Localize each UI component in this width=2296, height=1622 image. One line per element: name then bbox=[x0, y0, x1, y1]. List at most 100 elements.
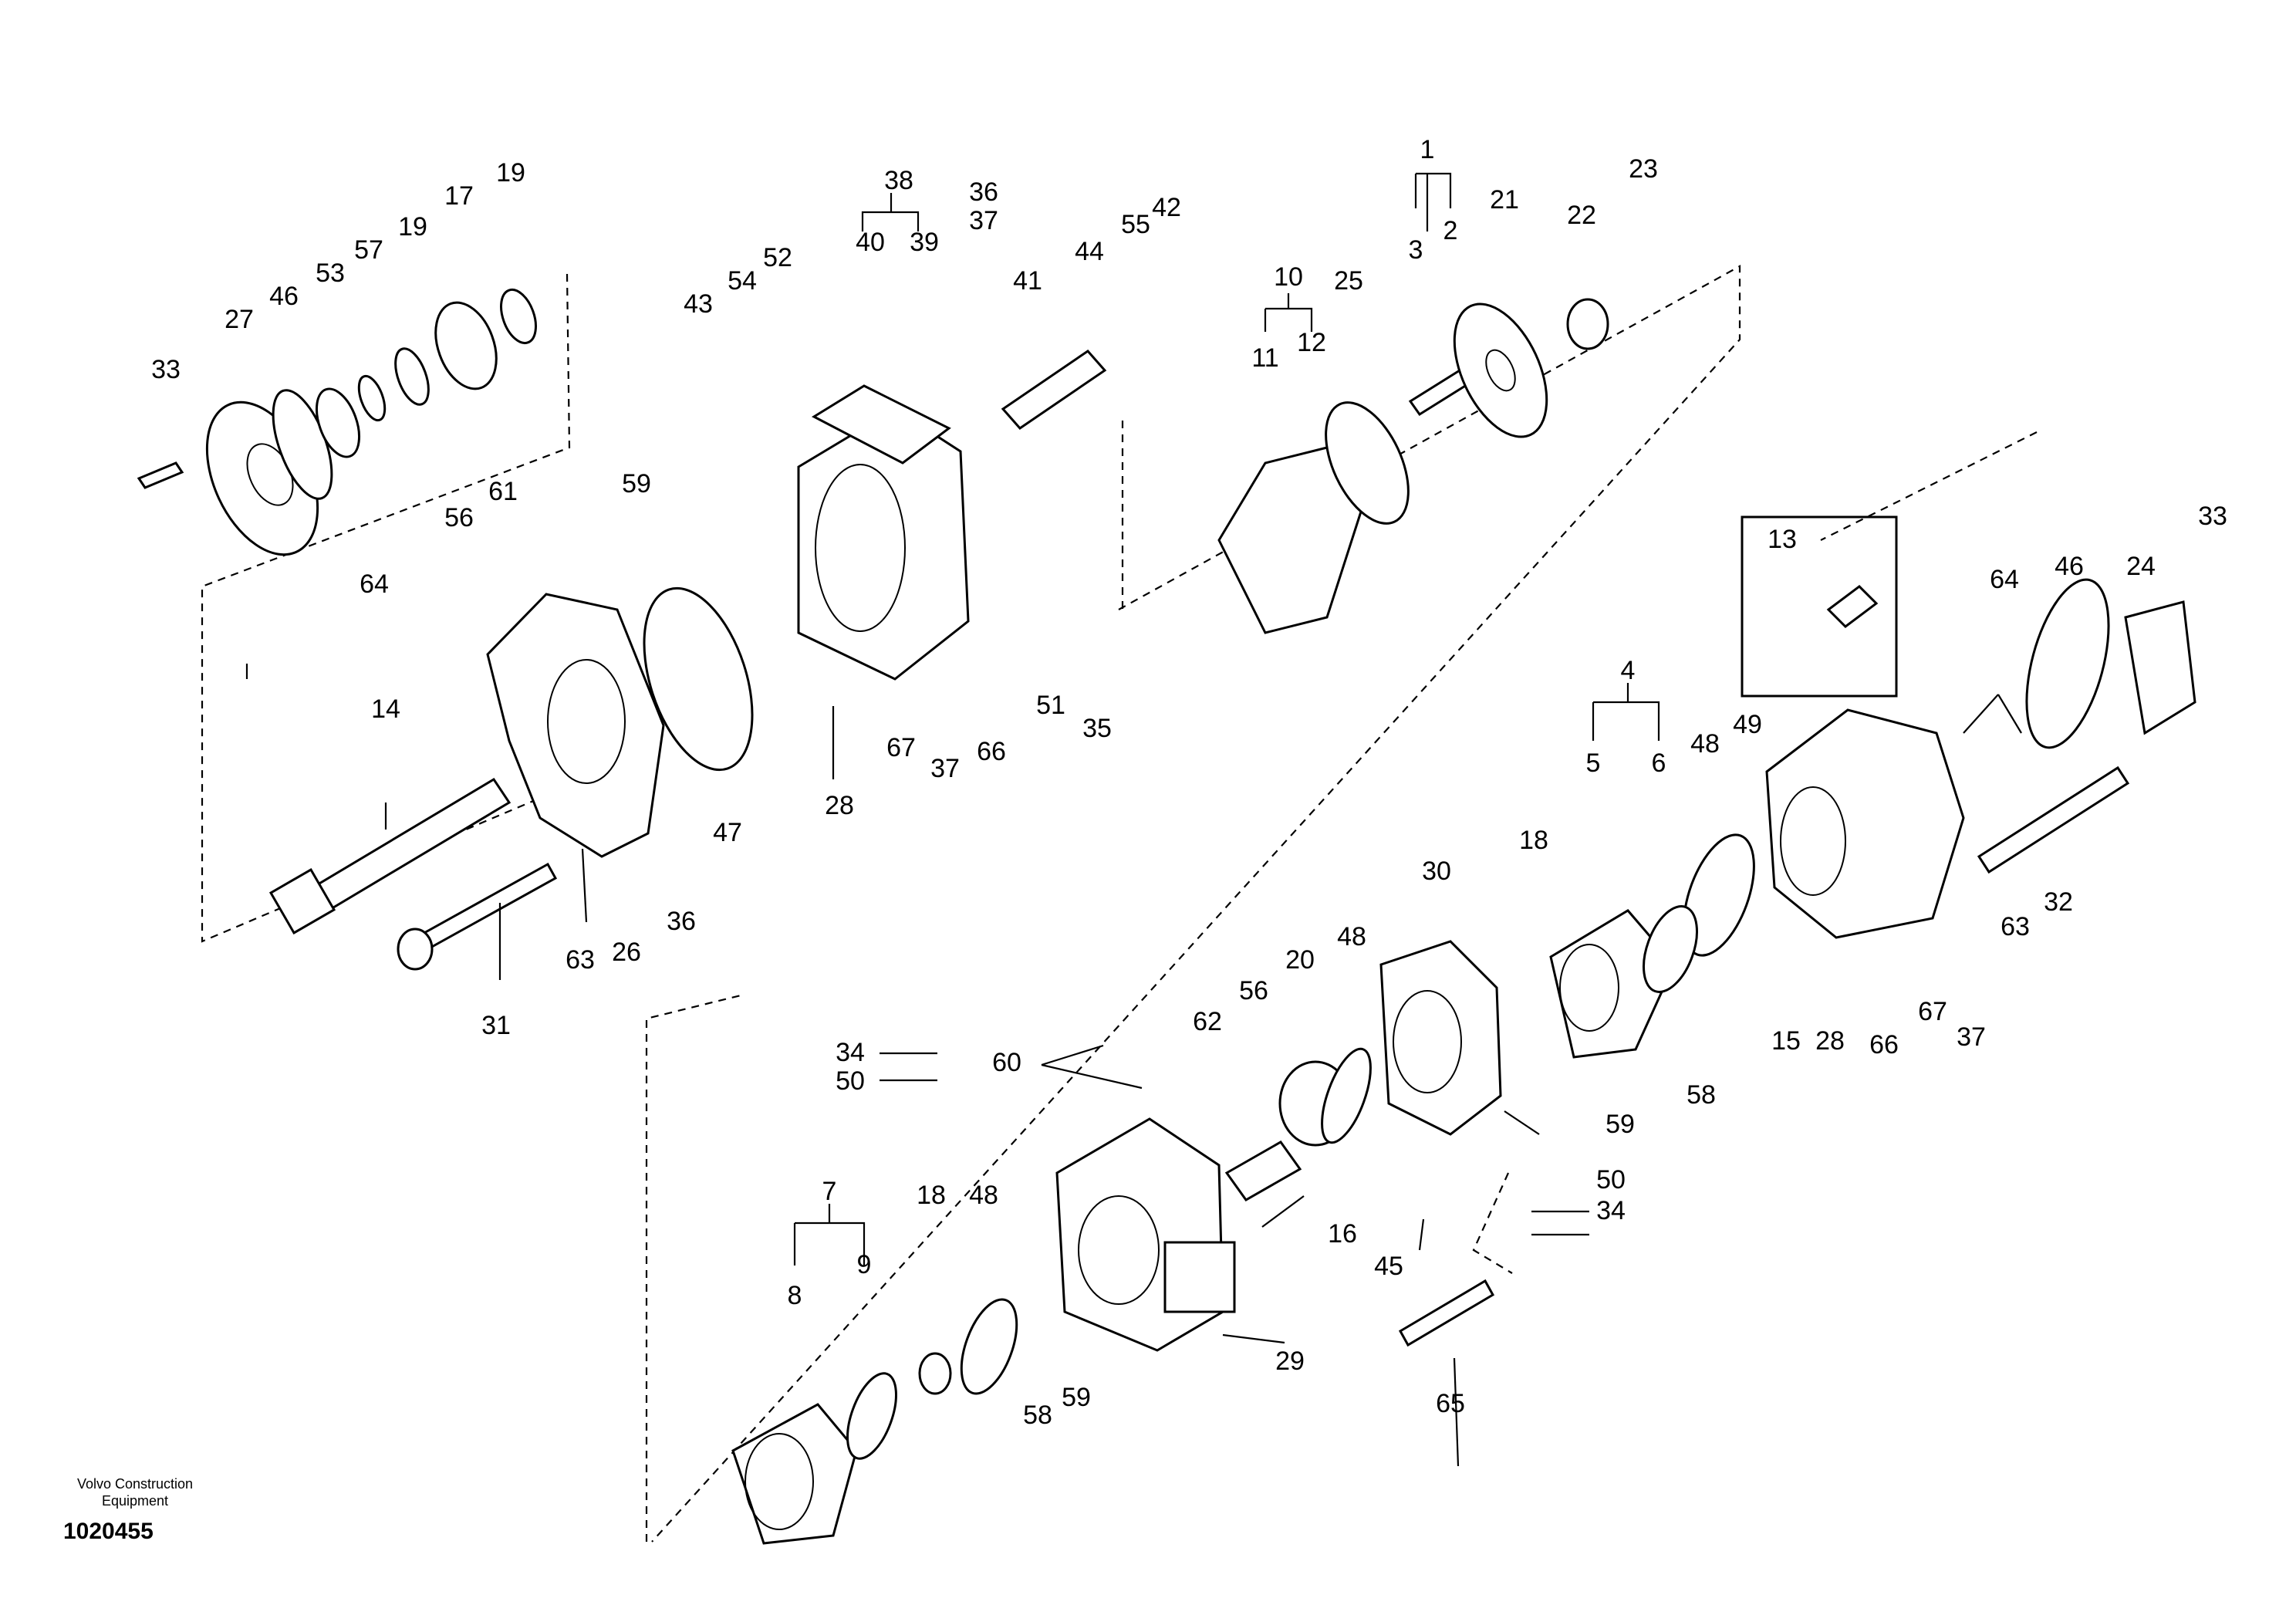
credit-line-2: Equipment bbox=[101, 1493, 169, 1509]
label-41: 41 bbox=[1013, 266, 1042, 296]
label-66b: 66 bbox=[1869, 1030, 1899, 1059]
label-15: 15 bbox=[1771, 1026, 1801, 1056]
axis-upper-right bbox=[651, 265, 1741, 1543]
part-29-port-block bbox=[1163, 1241, 1236, 1313]
part-8-bore bbox=[745, 1433, 814, 1530]
label-19a: 19 bbox=[398, 212, 427, 242]
part-5-bore bbox=[1559, 944, 1619, 1032]
label-38: 38 bbox=[884, 166, 913, 195]
part-41-valve bbox=[1001, 350, 1107, 430]
part-28-casing-top-block bbox=[811, 384, 951, 465]
label-63b: 63 bbox=[2001, 912, 2030, 941]
part-30-housing bbox=[1379, 940, 1502, 1136]
label-50a: 50 bbox=[836, 1066, 865, 1096]
part-28-casing-bore bbox=[815, 464, 906, 632]
label-62: 62 bbox=[1193, 1007, 1222, 1036]
label-37c: 37 bbox=[1957, 1022, 1986, 1052]
label-6: 6 bbox=[1652, 748, 1666, 778]
label-56b: 56 bbox=[1239, 976, 1268, 1005]
label-7: 7 bbox=[822, 1177, 837, 1206]
label-33a: 33 bbox=[151, 355, 181, 384]
label-10: 10 bbox=[1274, 262, 1303, 292]
label-45: 45 bbox=[1374, 1252, 1403, 1281]
label-48a: 48 bbox=[1337, 922, 1366, 951]
part-9-valve-plate bbox=[846, 1372, 897, 1460]
part-13-solenoid bbox=[1826, 585, 1879, 628]
label-37b: 37 bbox=[930, 754, 960, 783]
label-66a: 66 bbox=[977, 737, 1006, 766]
label-3: 3 bbox=[1409, 235, 1423, 265]
label-42: 42 bbox=[1152, 193, 1181, 222]
label-59b: 59 bbox=[1606, 1110, 1635, 1139]
label-4: 4 bbox=[1621, 656, 1636, 685]
label-56a: 56 bbox=[444, 503, 474, 532]
label-9: 9 bbox=[857, 1250, 872, 1279]
drawing-number: 1020455 bbox=[63, 1519, 154, 1544]
label-65: 65 bbox=[1436, 1389, 1465, 1418]
label-58b: 58 bbox=[1023, 1401, 1052, 1430]
part-32-bolt bbox=[1977, 765, 2130, 874]
label-28b: 28 bbox=[1815, 1026, 1845, 1056]
label-19b: 19 bbox=[496, 158, 525, 188]
part-31-head bbox=[397, 928, 434, 971]
label-24: 24 bbox=[2126, 552, 2156, 581]
label-40: 40 bbox=[856, 228, 885, 257]
credit-line-1: Volvo Construction bbox=[76, 1476, 194, 1492]
label-59a: 59 bbox=[622, 469, 651, 498]
label-33b: 33 bbox=[2198, 502, 2227, 531]
label-20: 20 bbox=[1285, 945, 1315, 975]
label-26: 26 bbox=[612, 938, 641, 967]
axis-left-outline bbox=[201, 273, 571, 943]
label-37a: 37 bbox=[969, 206, 998, 235]
part-8-cylinder-block bbox=[731, 1403, 858, 1545]
label-5: 5 bbox=[1586, 748, 1601, 778]
part-33-bolt-a bbox=[137, 461, 184, 489]
label-44: 44 bbox=[1075, 237, 1104, 266]
part-30-bore bbox=[1393, 990, 1462, 1093]
label-63a: 63 bbox=[566, 945, 595, 975]
inset-box-13 bbox=[1741, 515, 1898, 698]
part-53-seal bbox=[316, 387, 360, 458]
label-49: 49 bbox=[1733, 710, 1762, 739]
leader-lines bbox=[245, 172, 2022, 1467]
label-48c: 48 bbox=[969, 1181, 998, 1210]
label-28a: 28 bbox=[825, 791, 854, 820]
part-6-valve-plate bbox=[1643, 905, 1698, 993]
label-67b: 67 bbox=[1918, 997, 1947, 1026]
part-46-oring-right bbox=[2025, 578, 2110, 749]
label-31: 31 bbox=[481, 1011, 511, 1040]
label-59c: 59 bbox=[1062, 1383, 1091, 1412]
label-30: 30 bbox=[1422, 857, 1451, 886]
label-25: 25 bbox=[1334, 266, 1363, 296]
part-48-oring-lower bbox=[960, 1298, 1018, 1395]
part-24-cover bbox=[2124, 600, 2196, 735]
label-14: 14 bbox=[371, 694, 400, 724]
part-21-plate bbox=[1453, 302, 1548, 438]
label-1: 1 bbox=[1420, 135, 1435, 164]
part-48-oring-center bbox=[1321, 1047, 1372, 1144]
part-29-gear-housing bbox=[1055, 1117, 1224, 1352]
label-11: 11 bbox=[1251, 343, 1278, 373]
label-8: 8 bbox=[788, 1281, 802, 1310]
label-46a: 46 bbox=[269, 282, 299, 311]
label-52: 52 bbox=[763, 243, 792, 272]
manufacturer-credit: Volvo Construction Equipment bbox=[69, 1475, 201, 1509]
part-48-oring-right bbox=[1683, 833, 1755, 957]
label-27: 27 bbox=[225, 305, 254, 334]
label-18b: 18 bbox=[917, 1181, 946, 1210]
label-55: 55 bbox=[1121, 210, 1150, 239]
label-58a: 58 bbox=[1687, 1080, 1716, 1110]
label-12: 12 bbox=[1297, 328, 1326, 357]
label-2: 2 bbox=[1443, 216, 1458, 245]
label-54: 54 bbox=[728, 266, 757, 296]
label-36a: 36 bbox=[969, 177, 998, 207]
part-14-spline bbox=[268, 867, 336, 935]
label-43: 43 bbox=[684, 289, 713, 319]
axis-right-pump bbox=[1820, 431, 2038, 541]
part-19-ring-a bbox=[394, 347, 430, 406]
label-46b: 46 bbox=[2055, 552, 2084, 581]
part-19-ring-b bbox=[500, 288, 537, 345]
label-18a: 18 bbox=[1519, 826, 1548, 855]
label-13: 13 bbox=[1768, 525, 1797, 554]
